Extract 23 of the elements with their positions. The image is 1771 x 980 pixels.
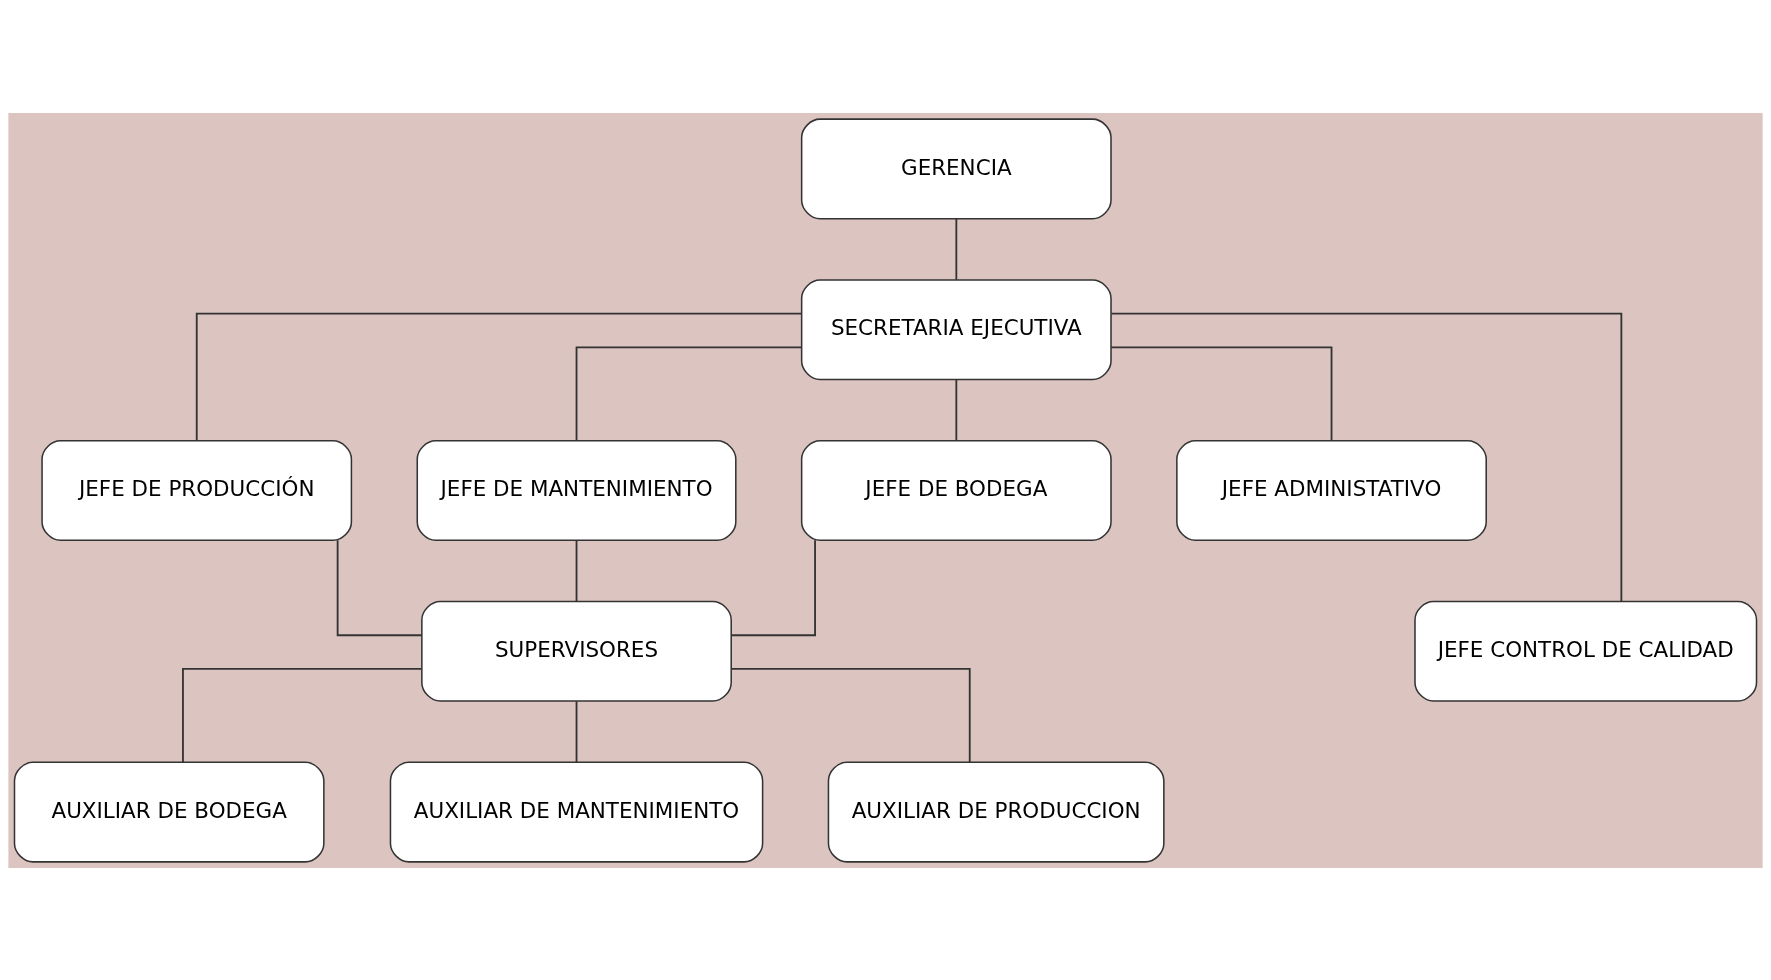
node-box: AUXILIAR DE MANTENIMIENTO [389,761,764,863]
connector [955,378,958,441]
node-box: JEFE DE PRODUCCIÓN [41,439,353,541]
node-box: SECRETARIA EJECUTIVA [800,278,1112,380]
connector [1110,345,1333,441]
node-box: AUXILIAR DE PRODUCCION [827,761,1165,863]
node-box: AUXILIAR DE BODEGA [13,761,325,863]
connector [336,538,423,636]
connector [955,217,958,281]
connector [575,539,578,602]
connector [1110,312,1623,602]
connector [195,312,803,441]
connector [575,699,578,763]
connector [182,667,423,763]
node-box: JEFE CONTROL DE CALIDAD [1414,600,1758,702]
node-box: GERENCIA [800,117,1112,219]
connector [730,667,971,763]
node-box: SUPERVISORES [421,600,732,702]
connector [575,345,803,441]
node-box: JEFE ADMINISTATIVO [1176,439,1487,541]
node-box: JEFE DE BODEGA [800,439,1112,541]
node-box: JEFE DE MANTENIMIENTO [416,439,737,541]
connector [730,538,816,636]
